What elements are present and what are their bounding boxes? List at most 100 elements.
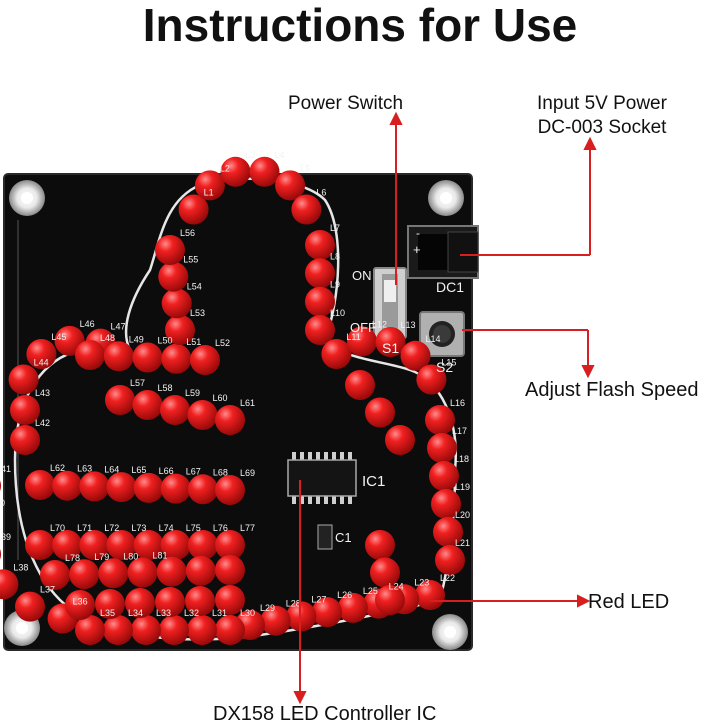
red-led-icon [431, 489, 461, 519]
led-id-label: L28 [286, 599, 301, 609]
red-led-icon [103, 341, 134, 372]
red-led-icon [415, 580, 445, 610]
red-led-icon [187, 615, 217, 645]
red-led-icon [215, 405, 245, 435]
red-led-icon [0, 569, 19, 600]
led-id-label: L34 [128, 608, 143, 618]
red-led-icon [187, 400, 218, 430]
red-led-icon [161, 343, 192, 374]
red-led-icon [155, 587, 185, 617]
red-led-icon [131, 615, 161, 645]
red-led-icon [178, 194, 209, 225]
led-id-label: L79 [94, 552, 109, 562]
led-id-label: L69 [240, 468, 255, 478]
led-id-label: L76 [213, 523, 228, 533]
led-id-label: L3 [246, 150, 256, 160]
led-id-label: L39 [0, 532, 11, 542]
red-led-icon [103, 615, 133, 645]
red-led-icon [161, 288, 192, 319]
red-led-icon [79, 471, 110, 502]
led-id-label: L68 [213, 467, 228, 477]
led-id-label: L73 [131, 523, 146, 533]
red-led-icon [345, 370, 375, 400]
led-id-label: L17 [452, 426, 467, 436]
red-led-icon [429, 461, 459, 491]
led-id-label: L47 [111, 322, 126, 332]
led-id-label: L44 [34, 358, 49, 368]
red-led-icon [286, 601, 317, 632]
red-led-icon [400, 340, 431, 371]
red-led-icon [385, 425, 415, 455]
input-power-line2: DC-003 Socket [537, 117, 667, 138]
red-led-icon [165, 315, 195, 345]
led-id-label: L31 [212, 608, 227, 618]
led-id-label: L33 [156, 608, 171, 618]
led-id-label: L56 [180, 228, 195, 238]
red-led-icon [305, 258, 335, 289]
red-led-icon [347, 326, 377, 357]
red-led-icon [40, 560, 70, 590]
led-id-label: L65 [131, 465, 146, 475]
red-led-icon [433, 517, 463, 547]
led-id-label: L15 [441, 358, 456, 368]
red-led-icon [0, 548, 1, 560]
led-id-label: L40 [0, 498, 5, 508]
red-led-icon [158, 261, 189, 292]
led-id-label: L2 [220, 163, 230, 173]
red-led-icon [106, 472, 137, 503]
red-led-icon [8, 364, 39, 395]
led-id-label: L4 [275, 150, 285, 160]
red-led-icon [337, 592, 368, 623]
led-id-label: L59 [185, 388, 200, 398]
red-led-icon [187, 530, 218, 560]
led-id-label: L72 [104, 523, 119, 533]
red-led-icon [79, 530, 110, 560]
arrow-down-icon [581, 365, 595, 379]
red-led-icon [375, 585, 405, 615]
led-id-label: L37 [40, 585, 55, 595]
red-led-callout: Red LED [588, 591, 670, 613]
slide-switch-icon [373, 267, 407, 339]
red-led-icon [133, 530, 164, 560]
s2-label: S2 [436, 359, 453, 375]
led-id-label: L10 [330, 308, 345, 318]
led-id-label: L20 [455, 510, 470, 520]
led-id-label: L48 [100, 333, 115, 343]
red-led-icon [160, 473, 191, 504]
led-id-label: L75 [186, 523, 201, 533]
led-id-label: L64 [104, 464, 119, 474]
red-led-icon [370, 557, 400, 588]
switch-on-label: ON [352, 268, 372, 283]
adjust-flash-callout: Adjust Flash Speed [525, 379, 699, 401]
controller-ic-callout: DX158 LED Controller IC [213, 703, 437, 725]
led-id-label: L14 [426, 334, 441, 344]
led-id-label: L11 [346, 332, 360, 342]
led-id-label: L57 [130, 378, 145, 388]
led-id-label: L6 [316, 188, 326, 198]
led-id-label: L8 [330, 251, 340, 261]
red-led-icon [10, 425, 40, 455]
input-power-line1: Input 5V Power [537, 93, 667, 114]
power-switch-callout: Power Switch [288, 93, 404, 114]
led-id-label: L52 [215, 338, 230, 348]
led-id-label: L38 [13, 562, 28, 572]
red-led-icon [305, 286, 335, 317]
led-id-label: L24 [389, 582, 404, 592]
led-id-label: L77 [240, 523, 255, 533]
red-led-icon [312, 597, 343, 628]
led-id-label: L19 [455, 482, 470, 492]
red-led-icon [15, 591, 45, 622]
led-id-label: L22 [440, 573, 455, 583]
led-id-label: L80 [123, 551, 138, 561]
ic1-label: IC1 [362, 473, 385, 490]
red-led-icon [160, 395, 190, 425]
led-id-label: L67 [186, 467, 201, 477]
red-led-icon [65, 590, 95, 620]
red-led-icon [106, 530, 137, 560]
red-led-icon [25, 530, 55, 560]
led-id-label: L70 [50, 523, 65, 533]
red-led-icon [291, 194, 322, 225]
red-led-icon [249, 156, 280, 187]
red-led-icon [159, 615, 189, 645]
